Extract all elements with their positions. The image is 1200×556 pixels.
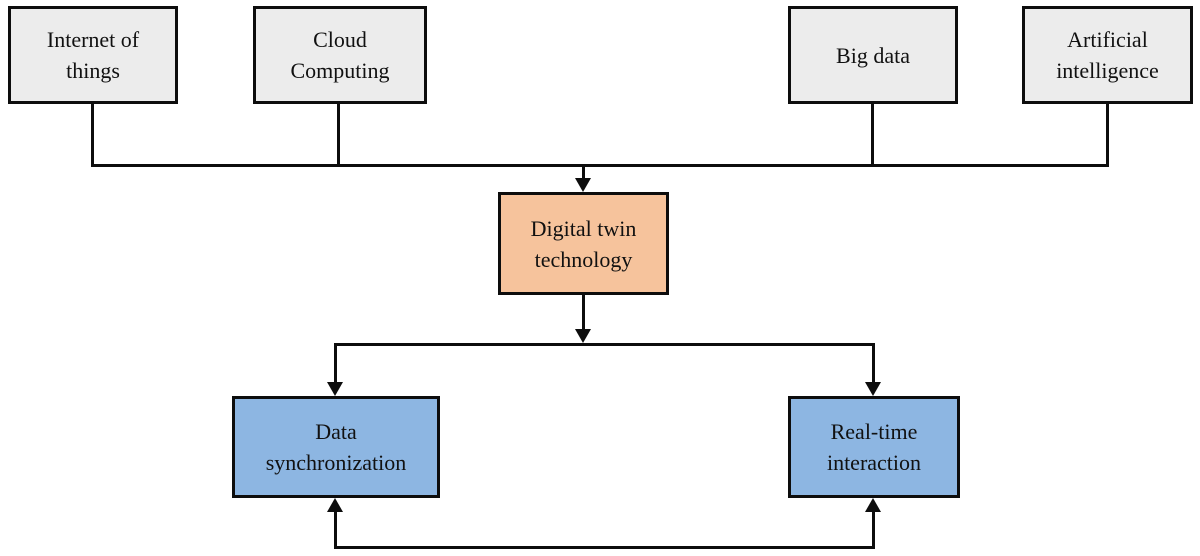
arrowhead-up-into-realtime-icon xyxy=(865,498,881,512)
connector-stub-iot xyxy=(91,103,94,167)
node-label: Real-time interaction xyxy=(826,419,922,475)
node-internet-of-things: Internet of things xyxy=(8,6,178,104)
connector-merge-bus xyxy=(91,164,1109,167)
node-label: Data synchronization xyxy=(265,419,407,475)
connector-loop-bottom xyxy=(334,546,875,549)
node-big-data: Big data xyxy=(788,6,958,104)
node-cloud-computing: Cloud Computing xyxy=(253,6,427,104)
node-artificial-intelligence: Artificial intelligence xyxy=(1022,6,1193,104)
connector-split-to-data-sync xyxy=(334,343,337,383)
node-label: Cloud Computing xyxy=(290,27,390,83)
connector-split-bus xyxy=(334,343,875,346)
connector-loop-right xyxy=(872,512,875,549)
connector-stub-artificial-intelligence xyxy=(1106,103,1109,167)
arrowhead-into-realtime-icon xyxy=(865,382,881,396)
arrowhead-into-data-sync-icon xyxy=(327,382,343,396)
connector-loop-left xyxy=(334,512,337,549)
node-real-time-interaction: Real-time interaction xyxy=(788,396,960,498)
node-digital-twin-technology: Digital twin technology xyxy=(498,192,669,295)
node-label: Artificial intelligence xyxy=(1056,27,1159,83)
node-data-synchronization: Data synchronization xyxy=(232,396,440,498)
arrowhead-up-into-data-sync-icon xyxy=(327,498,343,512)
connector-bus-to-digital-twin xyxy=(582,164,585,180)
node-label: Big data xyxy=(836,42,910,68)
arrowhead-into-digital-twin-icon xyxy=(575,178,591,192)
connector-stub-cloud xyxy=(337,103,340,167)
node-label: Digital twin technology xyxy=(530,215,637,272)
arrowhead-onto-split-bus-icon xyxy=(575,329,591,343)
connector-stub-big-data xyxy=(871,103,874,167)
node-label: Internet of things xyxy=(46,27,140,83)
connector-digital-twin-to-split xyxy=(582,295,585,330)
connector-split-to-realtime xyxy=(872,343,875,383)
